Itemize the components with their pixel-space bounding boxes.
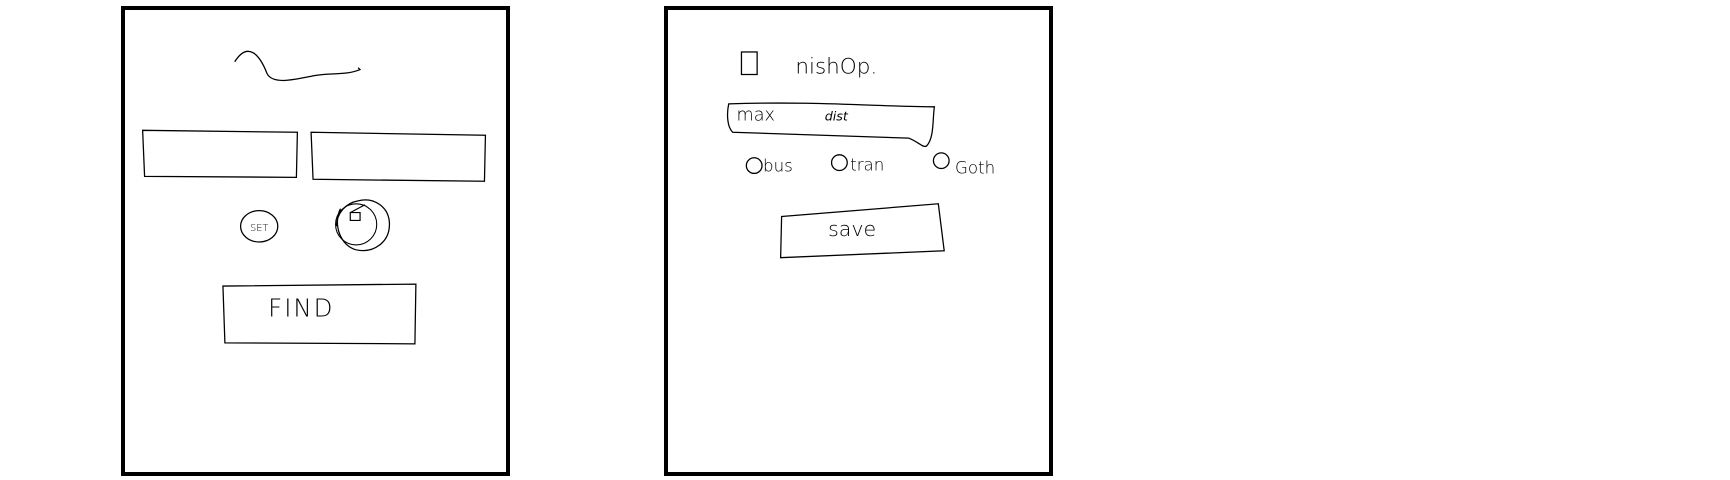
radio-goth-label: Goth — [955, 158, 995, 177]
radio-tran-circle[interactable] — [830, 154, 848, 172]
max-dist-field[interactable] — [726, 102, 936, 148]
radio-bus-label: bus — [763, 156, 793, 175]
set-button-label: SET — [250, 223, 268, 234]
settings-screen-sketch: nishOp. max dist bus tran Goth save — [726, 51, 995, 259]
radio-bus[interactable]: bus — [745, 156, 793, 175]
max-dist-value: dist — [825, 110, 849, 125]
radio-goth-circle[interactable] — [932, 152, 950, 170]
radio-goth[interactable]: Goth — [932, 152, 995, 178]
max-dist-label: max — [737, 106, 775, 126]
locate-button[interactable] — [335, 199, 391, 252]
search-screen: SET FIND — [121, 6, 510, 476]
set-button[interactable] — [239, 210, 279, 243]
save-button[interactable] — [779, 203, 945, 259]
settings-screen: nishOp. max dist bus tran Goth save — [664, 6, 1053, 476]
radio-tran[interactable]: tran — [830, 154, 885, 175]
input-left[interactable] — [141, 129, 299, 178]
save-button-label: save — [828, 217, 876, 241]
locate-icon — [349, 204, 366, 222]
title-scribble — [234, 50, 362, 82]
radio-bus-circle[interactable] — [745, 157, 763, 175]
search-screen-sketch: SET FIND — [141, 50, 487, 345]
find-button[interactable] — [222, 283, 417, 345]
nishop-checkbox[interactable] — [740, 51, 758, 76]
radio-tran-label: tran — [850, 155, 884, 174]
find-button-label: FIND — [268, 293, 334, 322]
nishop-checkbox-label: nishOp. — [795, 55, 877, 80]
input-right[interactable] — [310, 131, 487, 182]
